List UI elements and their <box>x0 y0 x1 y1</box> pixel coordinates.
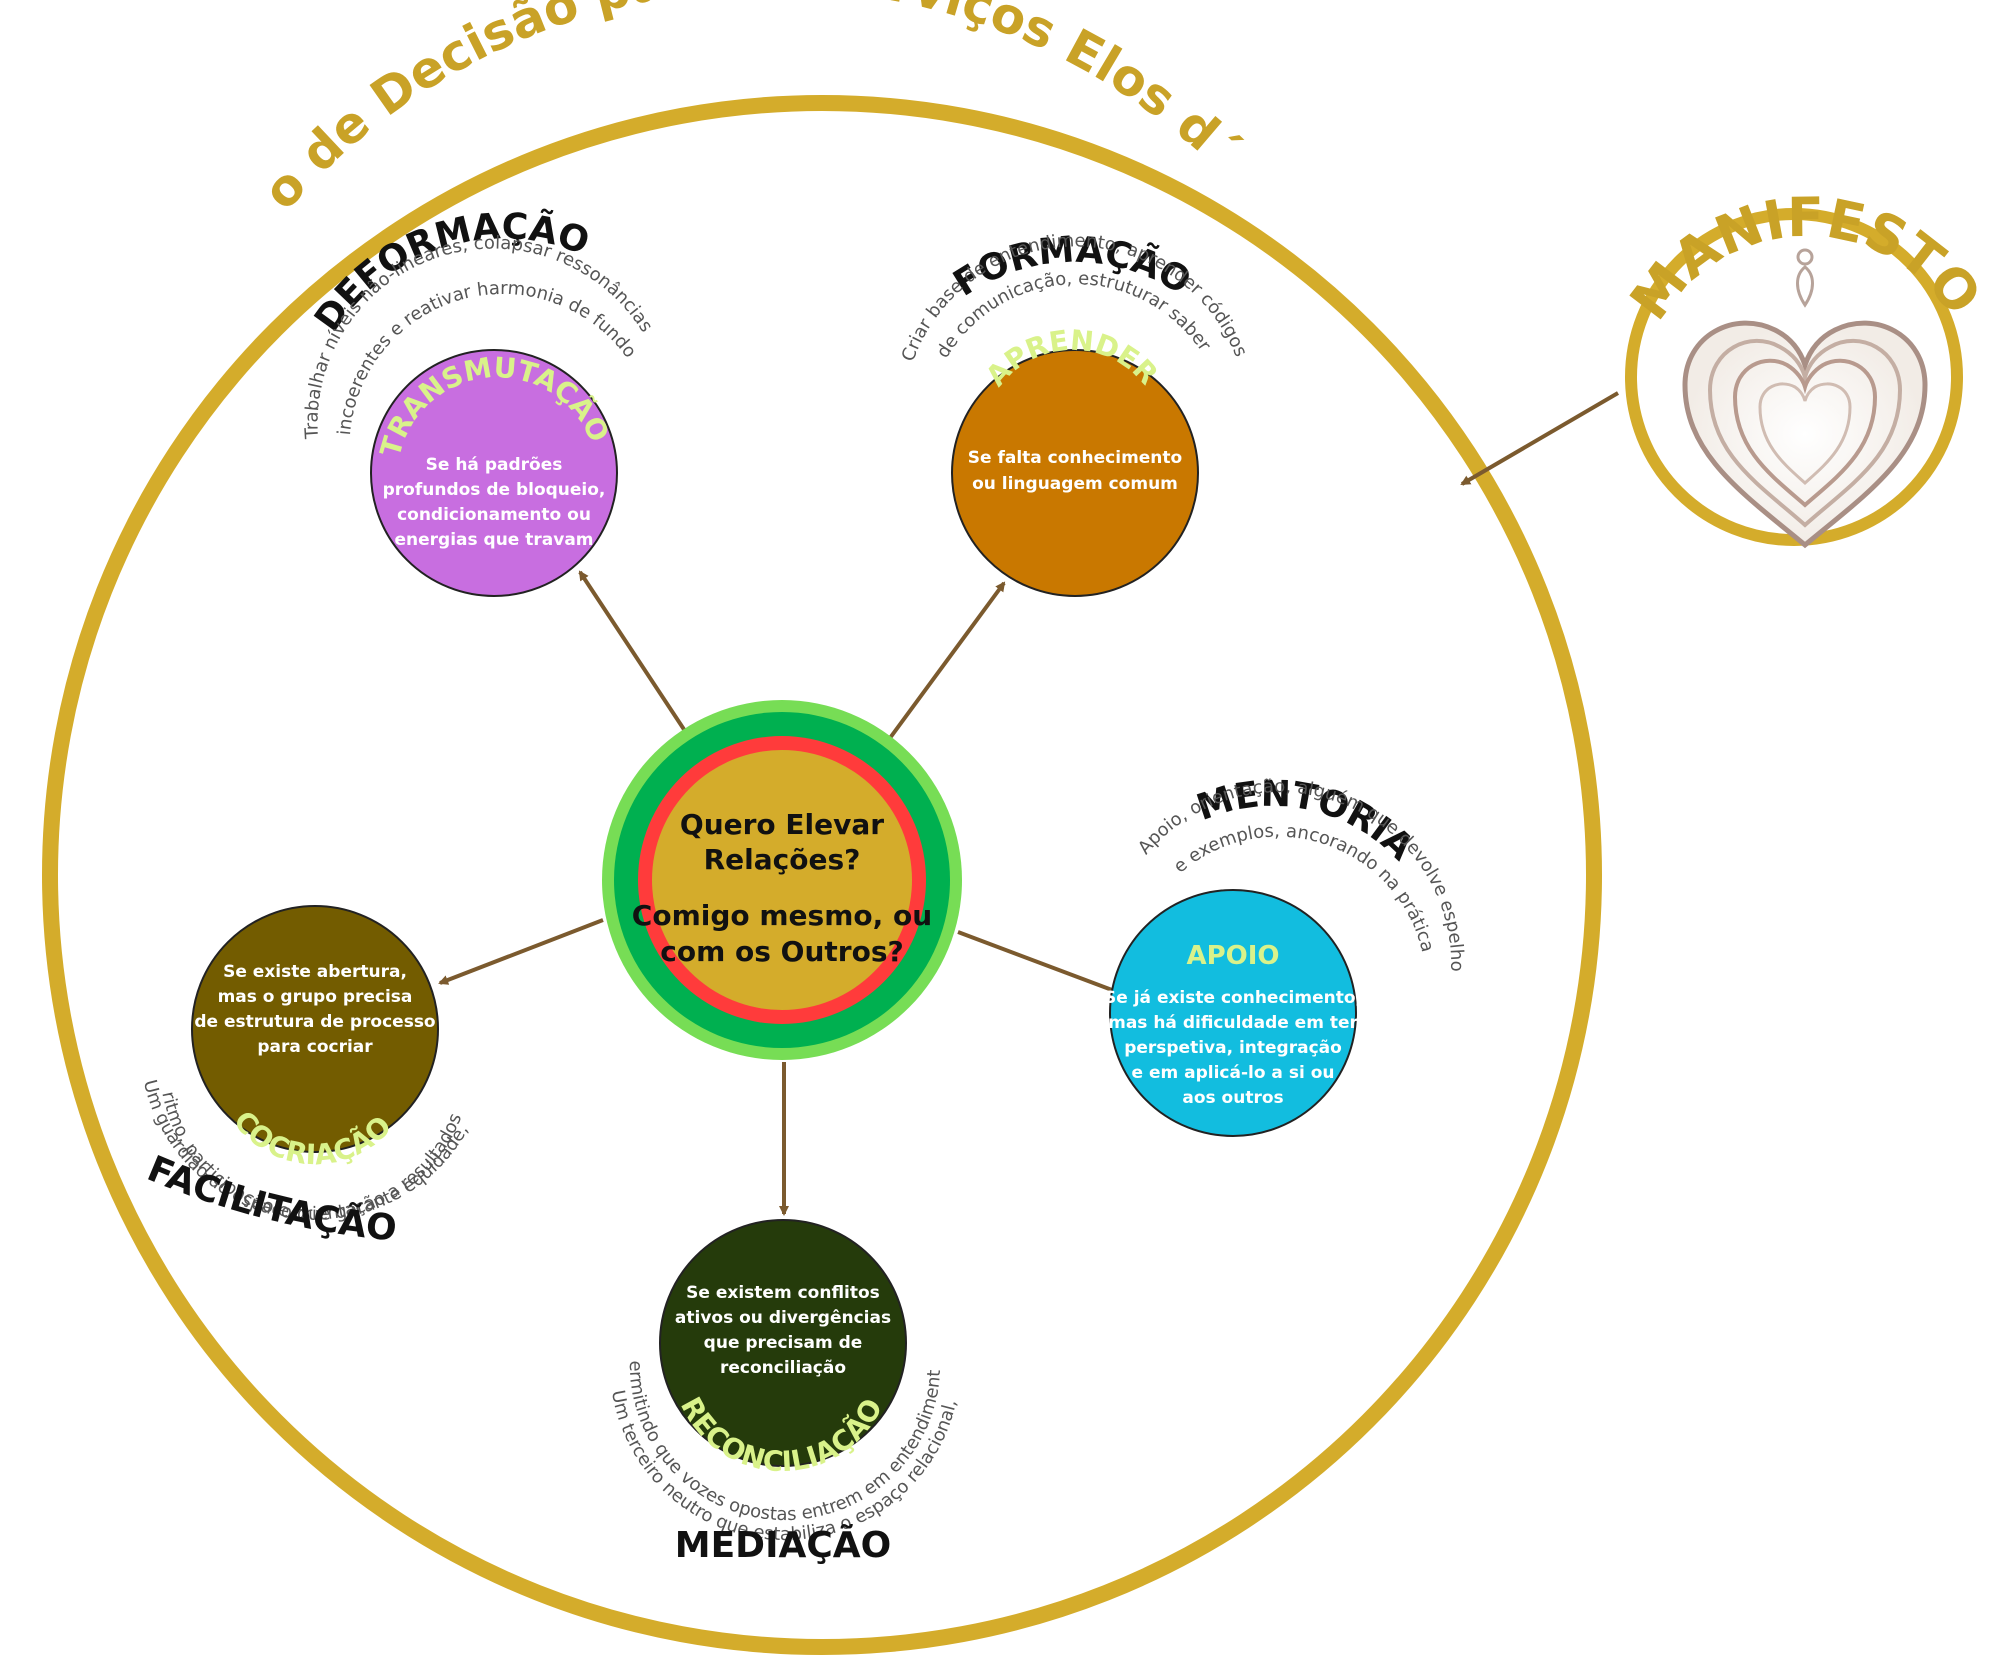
condition-deformacao-1: Se há padrões <box>426 455 563 475</box>
transmutacao-circle <box>370 349 618 597</box>
condition-formacao-1: Se falta conhecimento <box>968 448 1182 468</box>
condition-mentoria-4: e em aplicá-lo a si ou <box>1132 1063 1335 1083</box>
center-line-1: Quero Elevar <box>680 808 884 841</box>
condition-facilitacao-1: Se existe abertura, <box>223 962 407 982</box>
condition-mediacao-4: reconciliação <box>720 1358 846 1378</box>
condition-deformacao-4: energias que travam <box>394 530 593 550</box>
condition-mentoria-5: aos outros <box>1182 1088 1283 1108</box>
service-title-mediacao: MEDIAÇÃO <box>675 1524 891 1566</box>
service-deformacao[interactable]: DEFORMAÇÃO Trabalhar níveis não-lineares… <box>301 206 657 597</box>
condition-facilitacao-3: de estrutura de processo <box>194 1012 435 1032</box>
condition-mentoria-2: mas há dificuldade em ter <box>1108 1013 1358 1033</box>
arrow-to-facilitacao <box>438 918 604 985</box>
apoio-circle <box>1109 889 1357 1137</box>
condition-deformacao-3: condicionamento ou <box>397 505 591 525</box>
center-line-3: Comigo mesmo, ou <box>632 899 932 932</box>
flow-arrows <box>438 570 1130 1216</box>
arrow-to-mentoria <box>957 930 1130 998</box>
condition-facilitacao-4: para cocriar <box>257 1037 373 1057</box>
center-line-4: com os Outros? <box>660 935 903 968</box>
aprender-circle <box>951 349 1199 597</box>
condition-mediacao-3: que precisam de <box>704 1333 863 1353</box>
condition-mentoria-1: Se já existe conhecimento, <box>1104 988 1362 1008</box>
service-label-apoio: APOIO <box>1186 941 1279 971</box>
condition-formacao-2: ou linguagem comum <box>972 474 1178 494</box>
service-mentoria[interactable]: MENTORIA Apoio, orientação, alguém que d… <box>1104 774 1467 1137</box>
cocriacao-circle <box>191 905 439 1153</box>
outer-ring <box>42 95 1602 1655</box>
heart-icon <box>1682 248 1928 549</box>
condition-deformacao-2: profundos de bloqueio, <box>383 480 606 500</box>
manifesto-arrow <box>1460 391 1620 486</box>
arrow-to-deformacao <box>578 570 689 736</box>
center-question: Quero Elevar Relações? Comigo mesmo, ou … <box>602 700 962 1060</box>
condition-mediacao-1: Se existem conflitos <box>686 1283 880 1303</box>
reconciliacao-circle <box>659 1219 907 1467</box>
condition-mentoria-3: perspetiva, integração <box>1124 1038 1342 1058</box>
diagram-title: Fluxo de Decisão para os serviços Elos d… <box>0 0 1250 221</box>
service-facilitacao[interactable]: Se existe abertura, mas o grupo precisa … <box>139 905 473 1250</box>
arrow-to-formacao <box>888 581 1006 740</box>
center-line-2: Relações? <box>704 843 861 876</box>
condition-facilitacao-2: mas o grupo precisa <box>218 987 413 1007</box>
manifesto-node[interactable]: MANIFESTO <box>1618 186 1993 549</box>
service-formacao[interactable]: FORMAÇÃO Criar base de entendimento, apr… <box>898 229 1251 597</box>
condition-mediacao-2: ativos ou divergências <box>675 1308 891 1328</box>
